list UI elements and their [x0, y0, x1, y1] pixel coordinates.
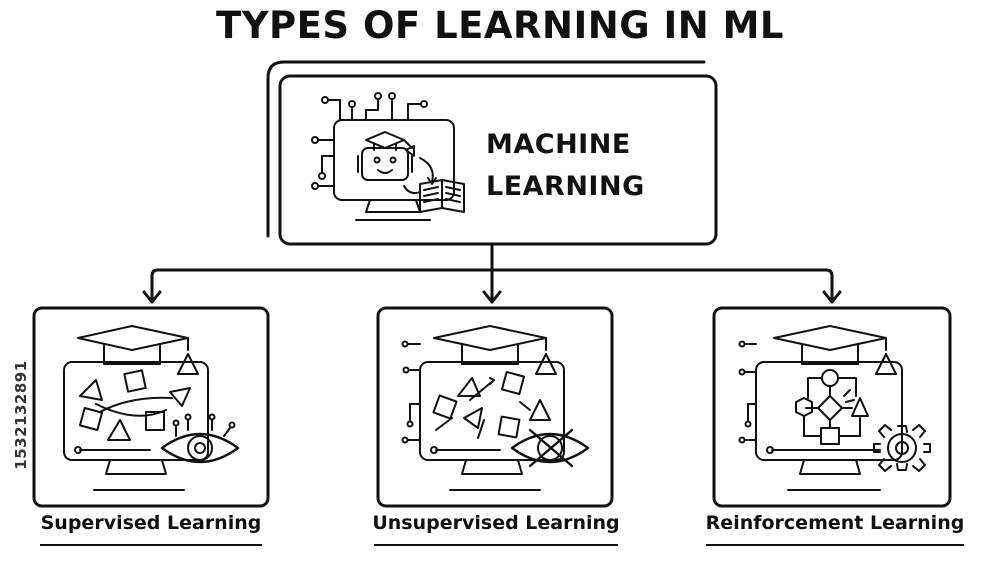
supervised-learning-label: Supervised Learning [40, 512, 262, 534]
robot-reading-book-icon [311, 92, 465, 221]
supervised-eye-icon [63, 325, 240, 491]
reinforcement-underline [706, 544, 964, 546]
root-node-label: MACHINE LEARNING [486, 124, 686, 208]
root-label-line2: LEARNING [486, 171, 645, 202]
supervised-box [32, 306, 270, 508]
root-bracket [266, 60, 706, 238]
supervised-underline [40, 544, 262, 546]
unsupervised-underline [374, 544, 618, 546]
crossed-eye-icon [401, 325, 590, 491]
reinforcement-learning-label: Reinforcement Learning [705, 512, 965, 534]
arrowhead-unsupervised [482, 290, 502, 304]
flowchart-gear-icon [738, 325, 931, 491]
unsupervised-learning-label: Unsupervised Learning [372, 512, 620, 534]
reinforcement-box [712, 306, 952, 508]
stock-id-text: 1532132891 [12, 360, 30, 470]
root-box [278, 74, 718, 246]
connector-lines [142, 242, 842, 304]
root-label-line1: MACHINE [486, 129, 631, 160]
arrowhead-reinforcement [822, 290, 842, 304]
unsupervised-box [376, 306, 614, 508]
arrowhead-supervised [142, 290, 162, 304]
stock-id-watermark: 1532132891 [6, 322, 30, 512]
diagram-title: TYPES OF LEARNING IN ML [216, 4, 784, 47]
